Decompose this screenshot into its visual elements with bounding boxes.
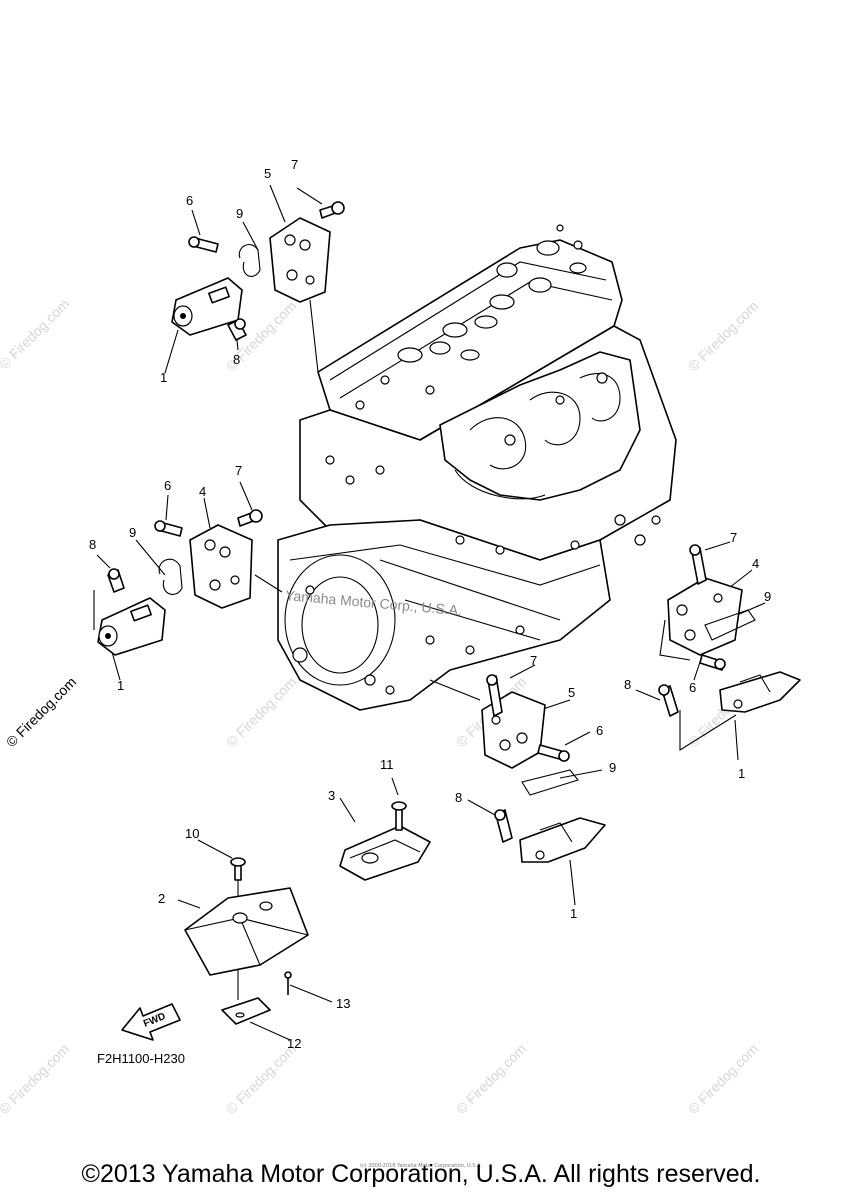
bolt-7d — [486, 674, 503, 717]
mount-bracket-5 — [269, 217, 331, 303]
copyright-notice: ©2013 Yamaha Motor Corporation, U.S.A. A… — [81, 1160, 761, 1188]
callout: 6 — [689, 680, 696, 695]
fwd-arrow: FWD — [121, 1003, 181, 1041]
mount-group-left — [97, 509, 263, 656]
bolt-11 — [391, 801, 407, 831]
mount-rubber-1d — [519, 817, 606, 863]
mount-group-top — [171, 201, 345, 341]
callout: 7 — [730, 530, 737, 545]
plate-12 — [221, 971, 292, 1025]
screw-13 — [284, 971, 292, 995]
watermark: © Firedog.com — [685, 298, 761, 374]
callout: 7 — [291, 157, 298, 172]
watermark: © Firedog.com — [223, 1041, 299, 1117]
watermark: © Firedog.com — [0, 296, 72, 372]
callout: 7 — [530, 653, 537, 668]
callout-numbers: 7 5 6 9 1 8 7 6 4 8 9 1 7 4 9 8 6 1 7 5 … — [89, 157, 771, 1051]
bolt-6d — [537, 744, 570, 762]
callout: 8 — [455, 790, 462, 805]
mount-bracket-4 — [189, 524, 253, 609]
callout: 10 — [185, 826, 199, 841]
watermark: © Firedog.com — [0, 1041, 72, 1117]
bolt-7 — [319, 201, 345, 219]
callout: 8 — [89, 537, 96, 552]
bolt-8d — [494, 809, 513, 843]
watermark-dark: © Firedog.com — [3, 674, 79, 750]
bolt-7b — [237, 509, 263, 527]
bolt-7c — [689, 544, 707, 585]
callout: 12 — [287, 1036, 301, 1051]
callout: 1 — [738, 766, 745, 781]
cover-2 — [184, 857, 309, 976]
callout: 6 — [596, 723, 603, 738]
callout: 7 — [235, 463, 242, 478]
callout: 13 — [336, 996, 350, 1011]
engine-block: Yamaha Motor Corp., U.S.A. — [277, 224, 677, 711]
bolt-6b — [154, 520, 183, 537]
callout: 1 — [117, 678, 124, 693]
callout: 4 — [199, 484, 206, 499]
bolt-6c — [699, 654, 726, 671]
cover-3 — [339, 801, 431, 881]
callout: 1 — [160, 370, 167, 385]
callout: 3 — [328, 788, 335, 803]
bolt-6 — [188, 236, 219, 253]
mount-group-center — [481, 674, 606, 863]
bolt-10 — [230, 857, 246, 881]
callout: 9 — [764, 589, 771, 604]
callout: 5 — [264, 166, 271, 181]
bolt-8 — [227, 318, 247, 341]
diagram-code: F2H1100-H230 — [97, 1051, 185, 1066]
callout: 2 — [158, 891, 165, 906]
callout: 8 — [624, 677, 631, 692]
watermark: © Firedog.com — [453, 1041, 529, 1117]
callout: 8 — [233, 352, 240, 367]
watermark: © Firedog.com — [223, 674, 299, 750]
watermark: © Firedog.com — [685, 1041, 761, 1117]
callout: 11 — [380, 757, 394, 772]
small-copyright: (c) 2000-2016 Yamaha Motor Corporation, … — [360, 1163, 482, 1169]
callout: 4 — [752, 556, 759, 571]
callout: 6 — [186, 193, 193, 208]
head-bosses — [355, 224, 587, 410]
callout: 9 — [236, 206, 243, 221]
bolt-8b — [107, 568, 125, 593]
callout: 9 — [129, 525, 136, 540]
callout: 5 — [568, 685, 575, 700]
callout: 1 — [570, 906, 577, 921]
bolt-8c — [658, 684, 679, 717]
callout: 9 — [609, 760, 616, 775]
callout: 6 — [164, 478, 171, 493]
block-bolts — [325, 455, 661, 655]
mount-rubber-1c — [719, 671, 801, 713]
mount-group-right — [658, 544, 801, 717]
